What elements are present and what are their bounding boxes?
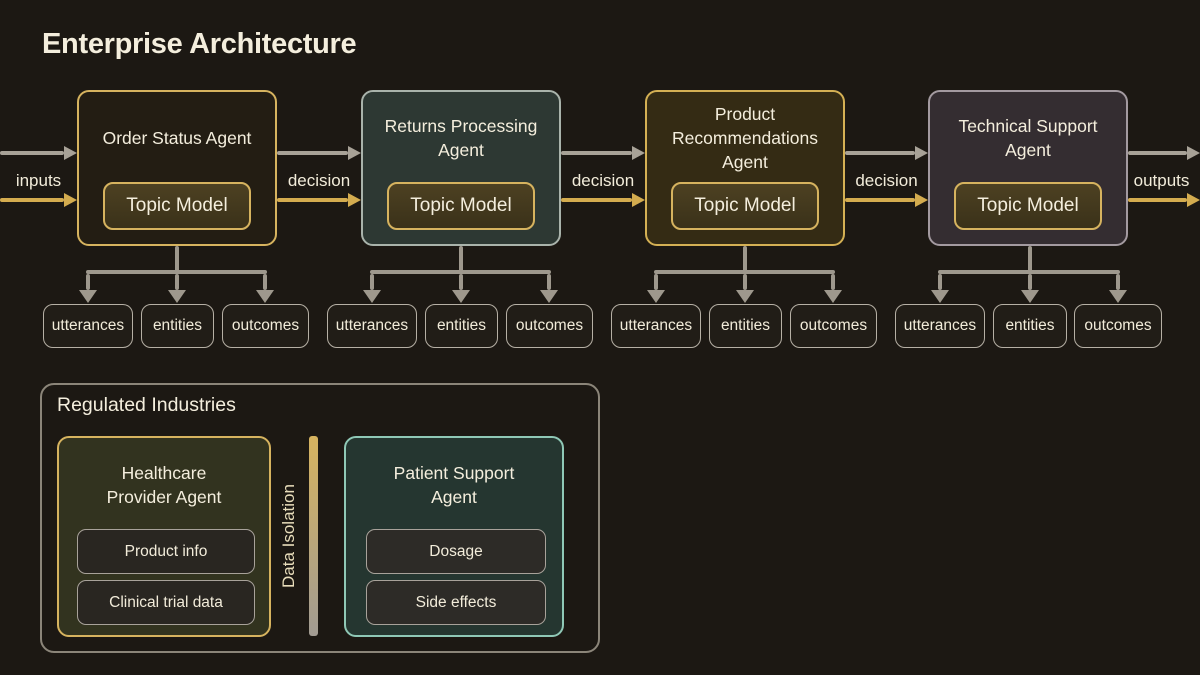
agent-returns-processing: Returns Processing Agent Topic Model xyxy=(361,90,561,246)
topic-model-label: Topic Model xyxy=(977,195,1079,216)
arrowhead-icon xyxy=(632,193,645,207)
dataset-entities: entities xyxy=(141,304,214,348)
arrowhead-icon xyxy=(348,146,361,160)
agent-technical-support: Technical Support Agent Topic Model xyxy=(928,90,1128,246)
dataset-outcomes: outcomes xyxy=(222,304,309,348)
page-title: Enterprise Architecture xyxy=(42,28,357,60)
arrowhead-icon xyxy=(64,146,77,160)
decision-arrow-gold xyxy=(561,198,632,202)
dataset-outcomes: outcomes xyxy=(1074,304,1162,348)
dataset-utterances: utterances xyxy=(43,304,133,348)
decision-arrow-gold xyxy=(845,198,915,202)
outputs-label: outputs xyxy=(1133,171,1190,190)
output-arrow-gold xyxy=(1128,198,1187,202)
data-isolation-bar xyxy=(309,436,318,636)
topic-model-label: Topic Model xyxy=(410,195,512,216)
dataset-entities: entities xyxy=(425,304,498,348)
inputs-label: inputs xyxy=(15,171,62,190)
decision-arrow-gray xyxy=(277,151,348,155)
arrowhead-icon xyxy=(348,193,361,207)
arrowhead-icon xyxy=(632,146,645,160)
agent-title: Product Recommendations Agent xyxy=(672,103,818,173)
arrowhead-icon xyxy=(915,193,928,207)
dataset-utterances: utterances xyxy=(611,304,701,348)
agent-title: Order Status Agent xyxy=(102,127,252,148)
topic-model-box: Topic Model xyxy=(387,182,535,230)
decision-label: decision xyxy=(571,171,635,190)
dataset-entities: entities xyxy=(709,304,782,348)
sub-agent-title: Patient Support Agent xyxy=(393,462,515,507)
data-isolation-label: Data Isolation xyxy=(279,484,298,588)
patient-item-side-effects: Side effects xyxy=(366,580,546,625)
topic-model-box: Topic Model xyxy=(103,182,251,230)
sub-agent-title: Healthcare Provider Agent xyxy=(106,462,222,507)
dataset-outcomes: outcomes xyxy=(790,304,877,348)
topic-model-box: Topic Model xyxy=(671,182,819,230)
topic-model-label: Topic Model xyxy=(694,195,796,216)
agent-product-recommendations: Product Recommendations Agent Topic Mode… xyxy=(645,90,845,246)
dataset-outcomes: outcomes xyxy=(506,304,593,348)
regulated-industries-title: Regulated Industries xyxy=(57,394,236,416)
topic-model-box: Topic Model xyxy=(954,182,1102,230)
agent-title: Returns Processing Agent xyxy=(384,115,538,160)
arrowhead-icon xyxy=(1187,146,1200,160)
arrowhead-icon xyxy=(915,146,928,160)
decision-arrow-gray xyxy=(561,151,632,155)
arrowhead-icon xyxy=(1187,193,1200,207)
agent-title: Technical Support Agent xyxy=(958,115,1098,160)
input-arrow-gray xyxy=(0,151,64,155)
healthcare-provider-agent: Healthcare Provider Agent Product info C… xyxy=(57,436,271,637)
decision-arrow-gold xyxy=(277,198,348,202)
arrowhead-icon xyxy=(64,193,77,207)
regulated-industries-container xyxy=(40,383,600,653)
dataset-entities: entities xyxy=(993,304,1067,348)
dataset-utterances: utterances xyxy=(895,304,985,348)
patient-item-dosage: Dosage xyxy=(366,529,546,574)
output-arrow-gray xyxy=(1128,151,1187,155)
decision-label: decision xyxy=(855,171,918,190)
patient-support-agent: Patient Support Agent Dosage Side effect… xyxy=(344,436,564,637)
healthcare-item-clinical-trial-data: Clinical trial data xyxy=(77,580,255,625)
healthcare-item-product-info: Product info xyxy=(77,529,255,574)
decision-label: decision xyxy=(287,171,351,190)
agent-order-status: Order Status Agent Topic Model xyxy=(77,90,277,246)
topic-model-label: Topic Model xyxy=(126,195,228,216)
input-arrow-gold xyxy=(0,198,64,202)
dataset-utterances: utterances xyxy=(327,304,417,348)
decision-arrow-gray xyxy=(845,151,915,155)
